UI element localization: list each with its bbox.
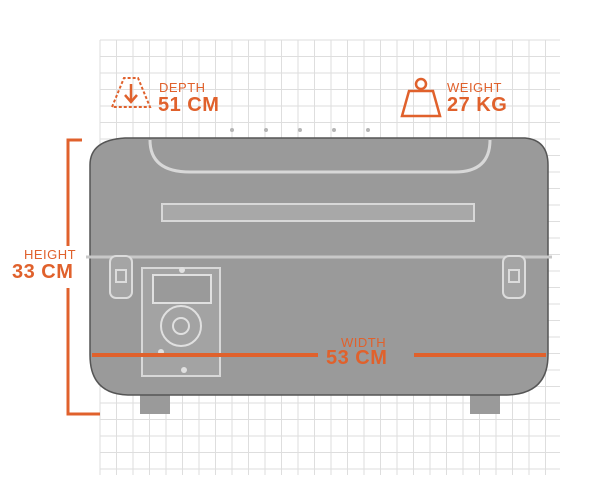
width-label: WIDTH <box>341 335 387 350</box>
height-label: HEIGHT <box>24 247 77 262</box>
control-display <box>152 274 212 304</box>
weight-label: WEIGHT <box>447 80 502 95</box>
hinge-dots <box>230 128 370 132</box>
weight-value: 27 KG <box>447 94 508 116</box>
control-led-top <box>179 267 185 273</box>
height-value: 33 CM <box>12 261 74 283</box>
grill-body <box>86 128 552 414</box>
control-dial-outer <box>160 305 202 347</box>
depth-label: DEPTH <box>159 80 206 95</box>
latch-left-inner <box>115 269 127 283</box>
control-dial-inner <box>172 317 190 335</box>
control-led-bottom <box>181 367 187 373</box>
depth-value: 51 CM <box>158 94 220 116</box>
latch-right-inner <box>508 269 520 283</box>
width-value: 53 CM <box>326 347 388 369</box>
height-bracket <box>66 138 100 416</box>
depth-arrow-icon <box>110 77 152 108</box>
lid-handle <box>148 139 492 174</box>
vent-slot <box>161 203 475 222</box>
weight-icon <box>400 77 442 118</box>
latch-left <box>109 255 133 299</box>
latch-right <box>502 255 526 299</box>
